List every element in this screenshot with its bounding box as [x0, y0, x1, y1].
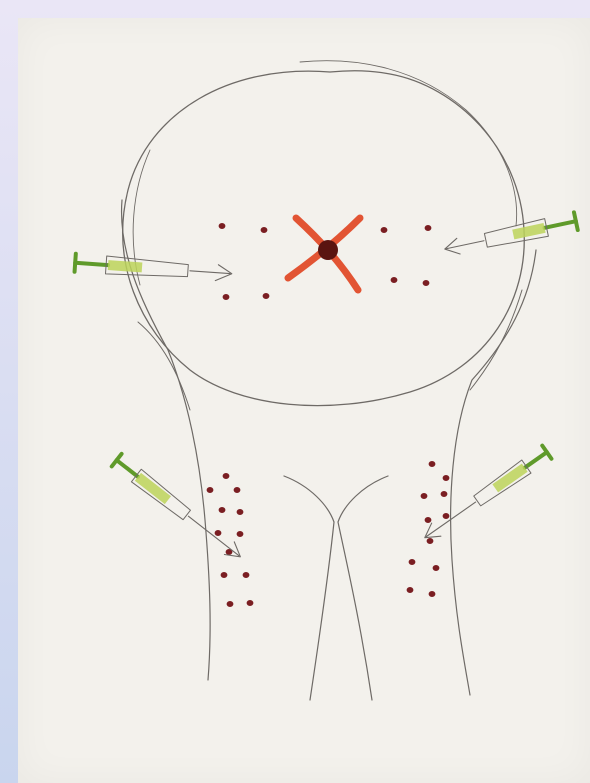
injection-dot	[407, 587, 414, 593]
injection-dot	[433, 565, 440, 571]
injection-dot	[263, 293, 270, 299]
syringe-icon	[75, 254, 233, 283]
face-outline	[123, 61, 525, 406]
neck-outline	[122, 200, 536, 700]
injection-dot	[425, 225, 432, 231]
injection-dot	[423, 280, 430, 286]
injection-dot	[429, 591, 436, 597]
syringe-icon	[420, 446, 551, 545]
syringe-icon	[112, 454, 246, 563]
injection-dot	[247, 600, 254, 606]
injection-dot	[237, 531, 244, 537]
injection-dot	[421, 493, 428, 499]
injection-dot	[425, 517, 432, 523]
syringe-icon	[443, 212, 578, 257]
injection-points	[207, 223, 450, 607]
injection-dot	[219, 223, 226, 229]
injection-dot	[237, 509, 244, 515]
injection-dot	[409, 559, 416, 565]
injection-dot	[207, 487, 214, 493]
x-mark-icon	[288, 218, 360, 290]
injection-dot	[243, 572, 250, 578]
injection-dot	[429, 461, 436, 467]
injection-dot	[215, 530, 222, 536]
injection-dot	[261, 227, 268, 233]
injection-dot	[441, 491, 448, 497]
injection-dot	[443, 475, 450, 481]
injection-dot	[427, 538, 434, 544]
injection-dot	[219, 507, 226, 513]
injection-dot	[381, 227, 388, 233]
injection-dot	[391, 277, 398, 283]
injection-dot	[234, 487, 241, 493]
injection-dot	[443, 513, 450, 519]
injection-dot	[223, 473, 230, 479]
injection-dot	[223, 294, 230, 300]
injection-dot	[221, 572, 228, 578]
injection-dot	[227, 601, 234, 607]
